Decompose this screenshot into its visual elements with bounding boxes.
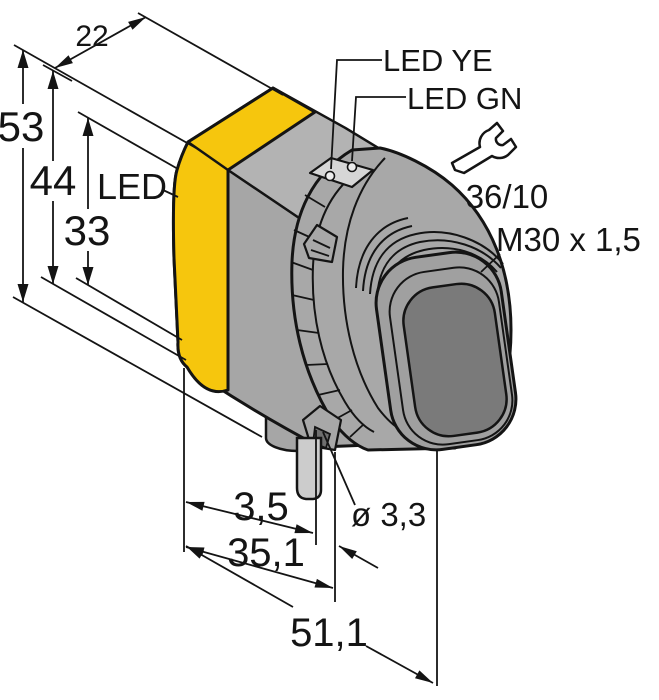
dim-3-5: 3,5 <box>233 485 289 529</box>
dim-51-1: 51,1 <box>290 611 368 655</box>
label-led-ye: LED YE <box>383 43 493 78</box>
dimension-arrowheads <box>17 17 433 683</box>
ext-line-top <box>13 44 197 149</box>
ext-line-33-top <box>77 111 179 170</box>
ext-line-22-upper <box>137 12 284 96</box>
led-green-indicator <box>346 161 358 173</box>
dim-33: 33 <box>64 207 111 254</box>
dim-line-35-1 <box>185 546 334 589</box>
label-texts: LED LED YE LED GN 36/10 M30 x 1,5 <box>97 43 641 258</box>
top-mounting-ear <box>302 223 339 264</box>
label-led: LED <box>97 166 167 207</box>
label-led-gn: LED GN <box>407 81 522 116</box>
sensor-illustration <box>171 86 518 501</box>
label-thread: M30 x 1,5 <box>496 221 641 258</box>
ext-line-53-bot <box>12 296 263 438</box>
collar-step-edge <box>341 157 406 433</box>
lens-window <box>402 282 508 438</box>
leader-m30 <box>480 253 501 273</box>
dim-line-51-1a <box>185 545 294 608</box>
ext-line-44-top <box>42 64 73 82</box>
dimension-texts: 22 53 44 33 3,5 35,1 51,1 ø 3,3 <box>0 20 426 655</box>
dim-line-3-5 <box>185 501 314 534</box>
wrench-icon <box>450 121 518 175</box>
collar-inner-edge <box>311 167 375 433</box>
led-yellow-indicator <box>324 170 336 182</box>
dim-35-1: 35,1 <box>227 531 305 575</box>
dim-22: 22 <box>75 20 108 53</box>
dim-53: 53 <box>0 103 44 150</box>
ext-line-44-bot <box>40 276 187 361</box>
housing-front-top-edge <box>227 168 309 226</box>
led-indicator-plate <box>308 156 375 189</box>
dim-hole-dia: ø 3,3 <box>351 496 426 533</box>
dim-44: 44 <box>30 157 77 204</box>
leader-led <box>162 189 179 198</box>
leader-led-gn <box>351 96 406 162</box>
leader-hole-dia <box>322 431 356 506</box>
cable <box>295 436 323 501</box>
label-wrench-size: 36/10 <box>466 178 549 215</box>
housing-yellow-cap <box>171 86 317 394</box>
leader-led-ye <box>330 59 382 170</box>
ext-line-33-bot <box>75 277 183 341</box>
sensor-lens-face <box>374 250 518 452</box>
